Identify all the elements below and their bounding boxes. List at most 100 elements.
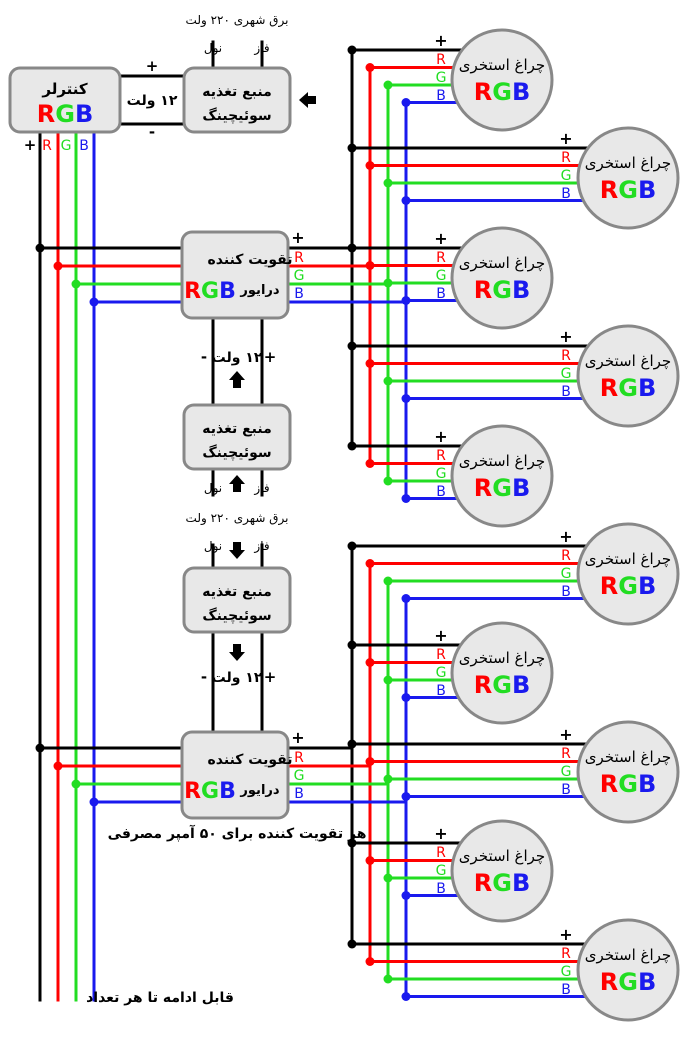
rgb-letter-b: B xyxy=(512,78,530,106)
lamp-title: چراغ استخری xyxy=(585,352,671,370)
rgb-letter-r: R xyxy=(184,779,201,804)
volt-label: ۱۲ ولت xyxy=(212,350,263,366)
output-r-label: R xyxy=(294,750,304,766)
phase-label: فاز xyxy=(253,539,269,554)
continue-note: قابل ادامه تا هر تعداد xyxy=(86,990,234,1006)
rgb-letter-b: B xyxy=(638,770,656,798)
lamp-title: چراغ استخری xyxy=(459,56,545,74)
rgb-letter-r: R xyxy=(600,572,618,600)
junction-dot xyxy=(383,675,393,685)
output-g-label: G xyxy=(294,268,305,284)
lamp-title: چراغ استخری xyxy=(459,254,545,272)
amplifier-box xyxy=(180,730,290,820)
lamp-plus-label: + xyxy=(434,626,447,645)
lamp-title: چراغ استخری xyxy=(459,452,545,470)
lamp-r-label: R xyxy=(561,348,571,364)
lamp-rgb-label: RGB xyxy=(474,78,530,106)
amp-title: تقویت کننده xyxy=(208,752,293,768)
components xyxy=(8,28,680,1022)
junction-dot xyxy=(401,296,411,305)
mains-label: برق شهری ۲۲۰ ولت xyxy=(186,13,289,28)
rgb-letter-r: R xyxy=(37,100,55,128)
lamp-b-label: B xyxy=(436,286,446,302)
junction-dot xyxy=(347,45,357,55)
psu-title: منبع تغذیه xyxy=(202,584,272,600)
lamp-g-label: G xyxy=(561,168,572,184)
rgb-letter-r: R xyxy=(474,474,492,502)
psu-box xyxy=(182,66,292,134)
amp-title: تقویت کننده xyxy=(208,252,293,268)
junction-dot xyxy=(35,243,45,253)
rgb-letter-r: R xyxy=(474,276,492,304)
rgb-letter-g: G xyxy=(618,572,638,600)
junction-dot xyxy=(71,279,81,289)
junction-dots xyxy=(35,45,411,1001)
down-arrow-icon xyxy=(229,542,245,559)
junction-dot xyxy=(383,80,393,90)
pool-lamp xyxy=(576,720,680,824)
lamp-g-label: G xyxy=(436,70,447,86)
rgb-letter-r: R xyxy=(600,770,618,798)
psu-subtitle: سوئیچینگ xyxy=(202,607,271,624)
lamp-b-label: B xyxy=(436,683,446,699)
rgb-letter-g: G xyxy=(492,474,512,502)
volt-minus-label: - xyxy=(201,668,207,686)
psu-box xyxy=(182,403,292,471)
lamp-plus-label: + xyxy=(559,527,572,546)
junction-dot xyxy=(383,576,393,586)
rgb-letter-b: B xyxy=(512,869,530,897)
junction-dot xyxy=(383,278,393,288)
lamp-b-label: B xyxy=(561,782,571,798)
junction-dot xyxy=(347,143,357,153)
lamp-b-label: B xyxy=(561,982,571,998)
lamp-b-label: B xyxy=(436,881,446,897)
junction-dot xyxy=(71,779,81,789)
volt-plus-label: + xyxy=(146,57,159,75)
rgb-letter-b: B xyxy=(638,968,656,996)
lamp-b-label: B xyxy=(561,584,571,600)
lamp-title: چراغ استخری xyxy=(585,748,671,766)
psu-subtitle: سوئیچینگ xyxy=(202,444,271,461)
amplifier-box xyxy=(180,230,290,320)
controller-r-pin: R xyxy=(42,138,52,154)
lamp-title: چراغ استخری xyxy=(585,550,671,568)
output-plus-label: + xyxy=(291,728,304,747)
junction-dot xyxy=(401,196,411,205)
rgb-letter-g: G xyxy=(618,176,638,204)
lamp-title: چراغ استخری xyxy=(585,946,671,964)
neutral-label: نول xyxy=(204,481,222,496)
amp-subtitle: درایور xyxy=(239,783,279,798)
junction-dot xyxy=(401,594,411,603)
lamp-title: چراغ استخری xyxy=(459,847,545,865)
psu-title: منبع تغذیه xyxy=(202,421,272,437)
lamp-plus-label: + xyxy=(559,129,572,148)
lamp-plus-label: + xyxy=(559,725,572,744)
pool-lamp xyxy=(576,324,680,428)
lamp-g-label: G xyxy=(561,764,572,780)
rgb-letter-b: B xyxy=(638,374,656,402)
rgb-letter-r: R xyxy=(474,671,492,699)
psu-subtitle: سوئیچینگ xyxy=(202,107,271,124)
junction-dot xyxy=(365,459,375,468)
junction-dot xyxy=(347,939,357,949)
rgb-letter-b: B xyxy=(638,176,656,204)
output-b-label: B xyxy=(294,286,304,302)
junction-dot xyxy=(401,494,411,503)
neutral-label: نول xyxy=(204,539,222,554)
junction-dot xyxy=(383,476,393,486)
lamp-rgb-label: RGB xyxy=(474,671,530,699)
rgb-letter-g: G xyxy=(201,779,219,804)
lamp-g-label: G xyxy=(561,566,572,582)
rgb-letter-b: B xyxy=(219,779,236,804)
junction-dot xyxy=(365,261,375,270)
junction-dot xyxy=(365,63,375,72)
lamp-r-label: R xyxy=(561,946,571,962)
lamp-r-label: R xyxy=(436,250,446,266)
rgb-letter-g: G xyxy=(492,78,512,106)
lamp-rgb-label: RGB xyxy=(600,770,656,798)
junction-dot xyxy=(383,974,393,984)
volt-plus-label: + xyxy=(264,348,277,366)
junction-dot xyxy=(347,640,357,650)
mains-label: برق شهری ۲۲۰ ولت xyxy=(186,511,289,526)
junction-dot xyxy=(53,761,63,771)
